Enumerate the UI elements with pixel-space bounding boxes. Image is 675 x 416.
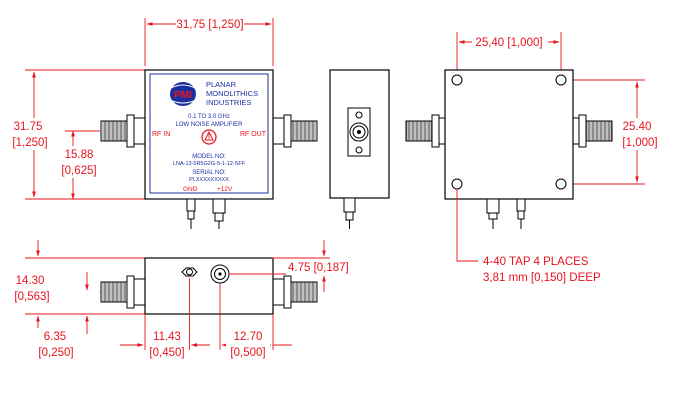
label-gnd: GND — [183, 186, 198, 193]
mounting-hole — [451, 74, 463, 86]
side-body — [144, 257, 274, 315]
vcc-pin — [212, 198, 226, 229]
label-model-heading: MODEL NO: — [192, 154, 226, 160]
label-rf-in: RF IN — [152, 131, 170, 138]
tap-note-line2: 3,81 mm [0,150] DEEP — [483, 272, 601, 284]
rear-view: 25,40 [1,000] 25.40 [1,000] — [405, 32, 667, 284]
dim-hole-span-y-line2: [1,000] — [622, 137, 657, 149]
dim-vcc-pin-line1: 12.70 — [234, 331, 263, 343]
end-connector — [347, 107, 371, 157]
dim-vcc-pin-line2: [0,500] — [230, 347, 265, 359]
gnd-pin — [186, 198, 196, 229]
rear-body — [444, 69, 574, 200]
company-line-1: PLANAR — [206, 80, 237, 89]
dim-front-width-text: 31,75 [1,250] — [176, 19, 243, 31]
rear-connector-right — [572, 114, 613, 148]
tap-note-line1: 4-40 TAP 4 PLACES — [483, 256, 589, 268]
company-line-2: MONOLITHICS — [206, 89, 258, 98]
side-vcc-pin — [210, 264, 230, 284]
mounting-hole — [555, 178, 567, 190]
dim-side-height-line1: 14.30 — [16, 275, 45, 287]
dimension-gnd-pin-position: 11.43 [0,450] — [120, 278, 210, 360]
rear-pins — [486, 198, 526, 229]
label-type: LOW NOISE AMPLIFIER — [175, 122, 243, 128]
tap-note-leader — [456, 189, 478, 262]
dim-side-connector-line2: [0,250] — [38, 347, 73, 359]
dim-side-connector-line1: 6.35 — [44, 331, 66, 343]
dimension-vcc-pin-position: 12.70 [0,500] — [219, 283, 292, 360]
side-connector-left — [100, 275, 146, 309]
logo-initials: PMI — [174, 90, 192, 101]
dimension-side-pin-offset: 4.75 [0,187] — [229, 240, 358, 292]
rf-out-connector — [272, 114, 318, 148]
rf-in-connector — [100, 114, 146, 148]
dim-hole-span-y-line1: 25.40 — [623, 121, 652, 133]
dimension-side-height: 14.30 [0,563] — [8, 240, 145, 332]
dimension-hole-span-y: 25.40 [1,000] — [566, 79, 667, 185]
dim-hole-span-x-text: 25,40 [1,000] — [475, 37, 542, 49]
dim-connector-center-line1: 15.88 — [65, 149, 94, 161]
mounting-hole — [555, 74, 567, 86]
mounting-hole — [451, 178, 463, 190]
side-gnd-pin — [181, 267, 198, 277]
side-view: 14.30 [0,563] 6.35 [0,250] — [8, 240, 358, 360]
side-connector-right — [272, 275, 318, 309]
dim-side-pin-offset-text: 4.75 [0,187] — [288, 262, 349, 274]
front-view: 31,75 [1,250] 31.75 [1,250] 15.88 [0,625… — [8, 17, 318, 229]
dimension-side-connector: 6.35 [0,250] — [30, 272, 112, 360]
rear-connector-left — [405, 114, 446, 148]
dimension-hole-span-x: 25,40 [1,000] — [456, 32, 562, 80]
label-serial-number: PLXXXXXXXXX — [189, 177, 229, 183]
end-pin — [343, 197, 356, 229]
label-frequency: 0.1 TO 3.0 GHz — [188, 114, 230, 120]
label-vcc: +12V — [217, 186, 233, 193]
esd-warning-icon — [201, 129, 217, 145]
label-rf-out: RF OUT — [240, 131, 267, 138]
dim-side-height-line2: [0,563] — [14, 291, 49, 303]
dimension-front-height: 31.75 [1,250] — [8, 69, 145, 200]
dim-gnd-pin-line1: 11.43 — [153, 331, 181, 343]
label-model-number: LNA-13-5R5G2G-5-1-12-SFF — [173, 161, 246, 167]
dimension-front-width: 31,75 [1,250] — [144, 17, 274, 66]
pmi-logo: PMI PLANAR MONOLITHICS INDUSTRIES — [169, 80, 258, 107]
end-view — [329, 69, 390, 229]
dim-front-height-line1: 31.75 — [14, 121, 43, 133]
company-line-3: INDUSTRIES — [206, 98, 251, 107]
dim-front-height-line2: [1,250] — [12, 137, 47, 149]
label-serial-heading: SERIAL NO: — [192, 170, 226, 176]
dim-connector-center-line2: [0,625] — [61, 165, 96, 177]
dimension-connector-center: 15.88 [0,625] — [56, 130, 102, 200]
product-label — [149, 73, 269, 194]
dim-gnd-pin-line2: [0,450] — [149, 347, 184, 359]
